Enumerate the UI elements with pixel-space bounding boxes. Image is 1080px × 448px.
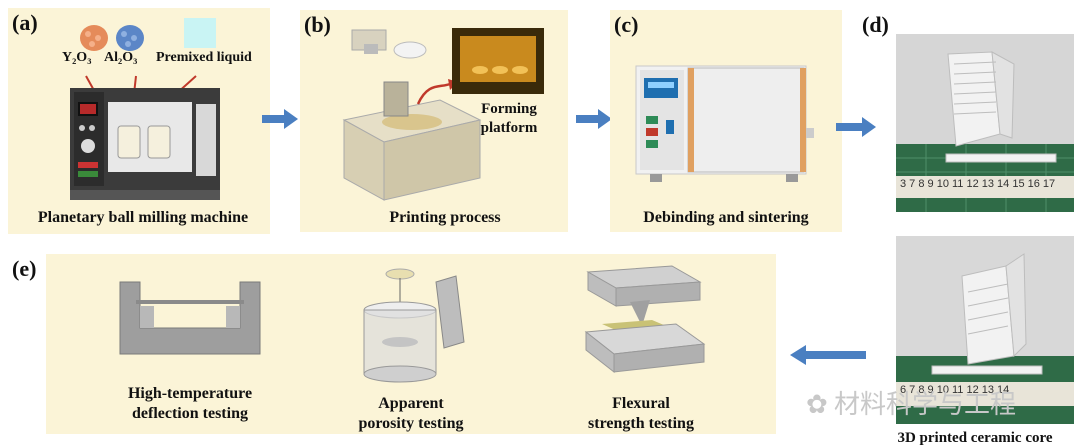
printing-process-illustration (342, 28, 544, 201)
panel-b-label: (b) (304, 12, 331, 37)
flow-arrow-b-c (576, 109, 612, 129)
ruler-bottom-text: 6 7 8 9 10 11 12 13 14 (900, 384, 1010, 396)
ceramic-core-photo-1: 3 7 8 9 10 11 12 13 14 15 16 17 (896, 34, 1074, 212)
ceramic-core-photo-2-image (896, 236, 1074, 424)
al2o3-label: Al₂O₃ (104, 50, 138, 65)
flow-arrow-a-b (262, 109, 298, 129)
flexural-caption-line1: Flexural (612, 395, 670, 412)
flow-arrow-d-e (790, 345, 866, 365)
deflection-caption-line1: High-temperature (127, 385, 253, 402)
panel-c-caption: Debinding and sintering (643, 209, 809, 226)
ceramic-core-photo-2: 6 7 8 9 10 11 12 13 14 (896, 236, 1074, 424)
deflection-testing-caption: High-temperature deflection testing (110, 384, 270, 424)
y2o3-label: Y₂O₃ (62, 50, 92, 65)
panel-c-label: (c) (614, 12, 639, 37)
al2o3-powder-icon (116, 25, 144, 51)
panel-a-label: (a) (12, 10, 38, 35)
sintering-furnace-illustration (635, 65, 814, 182)
forming-platform-label: Forming platform (472, 100, 546, 138)
porosity-caption-line2: porosity testing (358, 415, 464, 432)
porosity-caption-line1: Apparent (378, 395, 444, 412)
forming-label-line1: Forming (481, 101, 537, 117)
wechat-icon: ✿ (806, 390, 828, 420)
deflection-testing-illustration (119, 281, 261, 355)
panel-b-caption: Printing process (389, 209, 501, 226)
y2o3-powder-icon (80, 25, 108, 51)
forming-label-line2: platform (480, 120, 538, 136)
porosity-testing-illustration (363, 268, 465, 383)
premixed-liquid-label: Premixed liquid (156, 50, 252, 65)
flexural-testing-caption: Flexural strength testing (576, 394, 706, 434)
panel-d-caption: 3D printed ceramic core (897, 430, 1053, 446)
deflection-caption-line2: deflection testing (132, 405, 248, 422)
watermark-text: 材料科学与工程 (834, 390, 1017, 420)
flow-arrow-c-d (836, 117, 876, 137)
panel-e-label: (e) (12, 256, 37, 281)
porosity-testing-caption: Apparent porosity testing (346, 394, 476, 434)
ruler-top-text: 3 7 8 9 10 11 12 13 14 15 16 17 (900, 178, 1056, 190)
watermark: ✿材料科学与工程 (806, 384, 1016, 421)
panel-a-caption: Planetary ball milling machine (37, 209, 249, 226)
flexural-testing-illustration (584, 265, 706, 374)
flexural-caption-line2: strength testing (588, 415, 694, 432)
panel-d-label: (d) (862, 12, 889, 37)
premixed-liquid-icon (184, 18, 216, 48)
ball-milling-machine-illustration (70, 18, 220, 200)
ceramic-core-photo-1-image (896, 34, 1074, 212)
